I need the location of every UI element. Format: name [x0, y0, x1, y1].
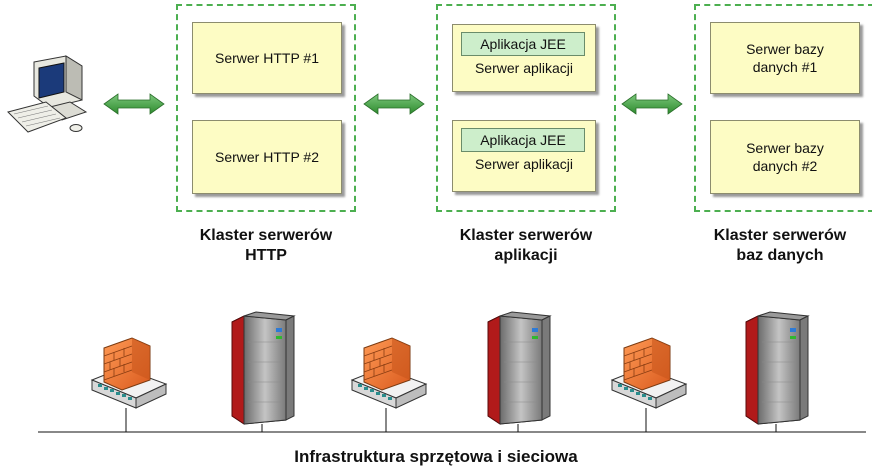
app-server-1: Aplikacja JEE Serwer aplikacji: [452, 24, 596, 92]
db-server-2-line2: danych #2: [752, 158, 818, 174]
http-server-1: Serwer HTTP #1: [192, 22, 342, 94]
server-rack-icon: [745, 311, 809, 425]
db-cluster: [694, 4, 872, 212]
db-server-1-line1: Serwer bazy: [746, 41, 824, 57]
double-arrow-icon: [621, 93, 683, 115]
infrastructure-title: Infrastruktura sprzętowa i sieciowa: [294, 447, 578, 466]
app-server-2-label: Serwer aplikacji: [474, 156, 574, 172]
db-server-1-line2: danych #1: [752, 59, 818, 75]
app-server-1-label: Serwer aplikacji: [474, 60, 574, 76]
firewall-icon: [611, 337, 687, 409]
client-computer-icon: [7, 55, 88, 133]
server-rack-icon: [231, 311, 295, 425]
http-cluster: [176, 4, 356, 212]
http-server-2: Serwer HTTP #2: [192, 120, 342, 194]
http-server-1-label: Serwer HTTP #1: [215, 50, 319, 66]
double-arrow-icon: [363, 93, 425, 115]
app-cluster: [436, 4, 616, 212]
jee-application-1: Aplikacja JEE: [461, 32, 585, 56]
db-server-2-line1: Serwer bazy: [746, 140, 824, 156]
http-server-2-label: Serwer HTTP #2: [215, 149, 319, 165]
http-cluster-label: Klaster serwerów HTTP: [199, 227, 333, 264]
db-server-2: Serwer bazy danych #2: [710, 120, 860, 194]
network-drops: [125, 408, 777, 432]
db-server-1: Serwer bazy danych #1: [710, 22, 860, 94]
db-cluster-label: Klaster serwerów baz danych: [713, 227, 847, 264]
app-cluster-label: Klaster serwerów aplikacji: [459, 227, 593, 264]
firewall-icon: [351, 337, 427, 409]
server-rack-icon: [487, 311, 551, 425]
app-server-2: Aplikacja JEE Serwer aplikacji: [452, 120, 596, 192]
firewall-icon: [91, 337, 167, 409]
double-arrow-icon: [103, 93, 165, 115]
jee-application-2: Aplikacja JEE: [461, 128, 585, 152]
